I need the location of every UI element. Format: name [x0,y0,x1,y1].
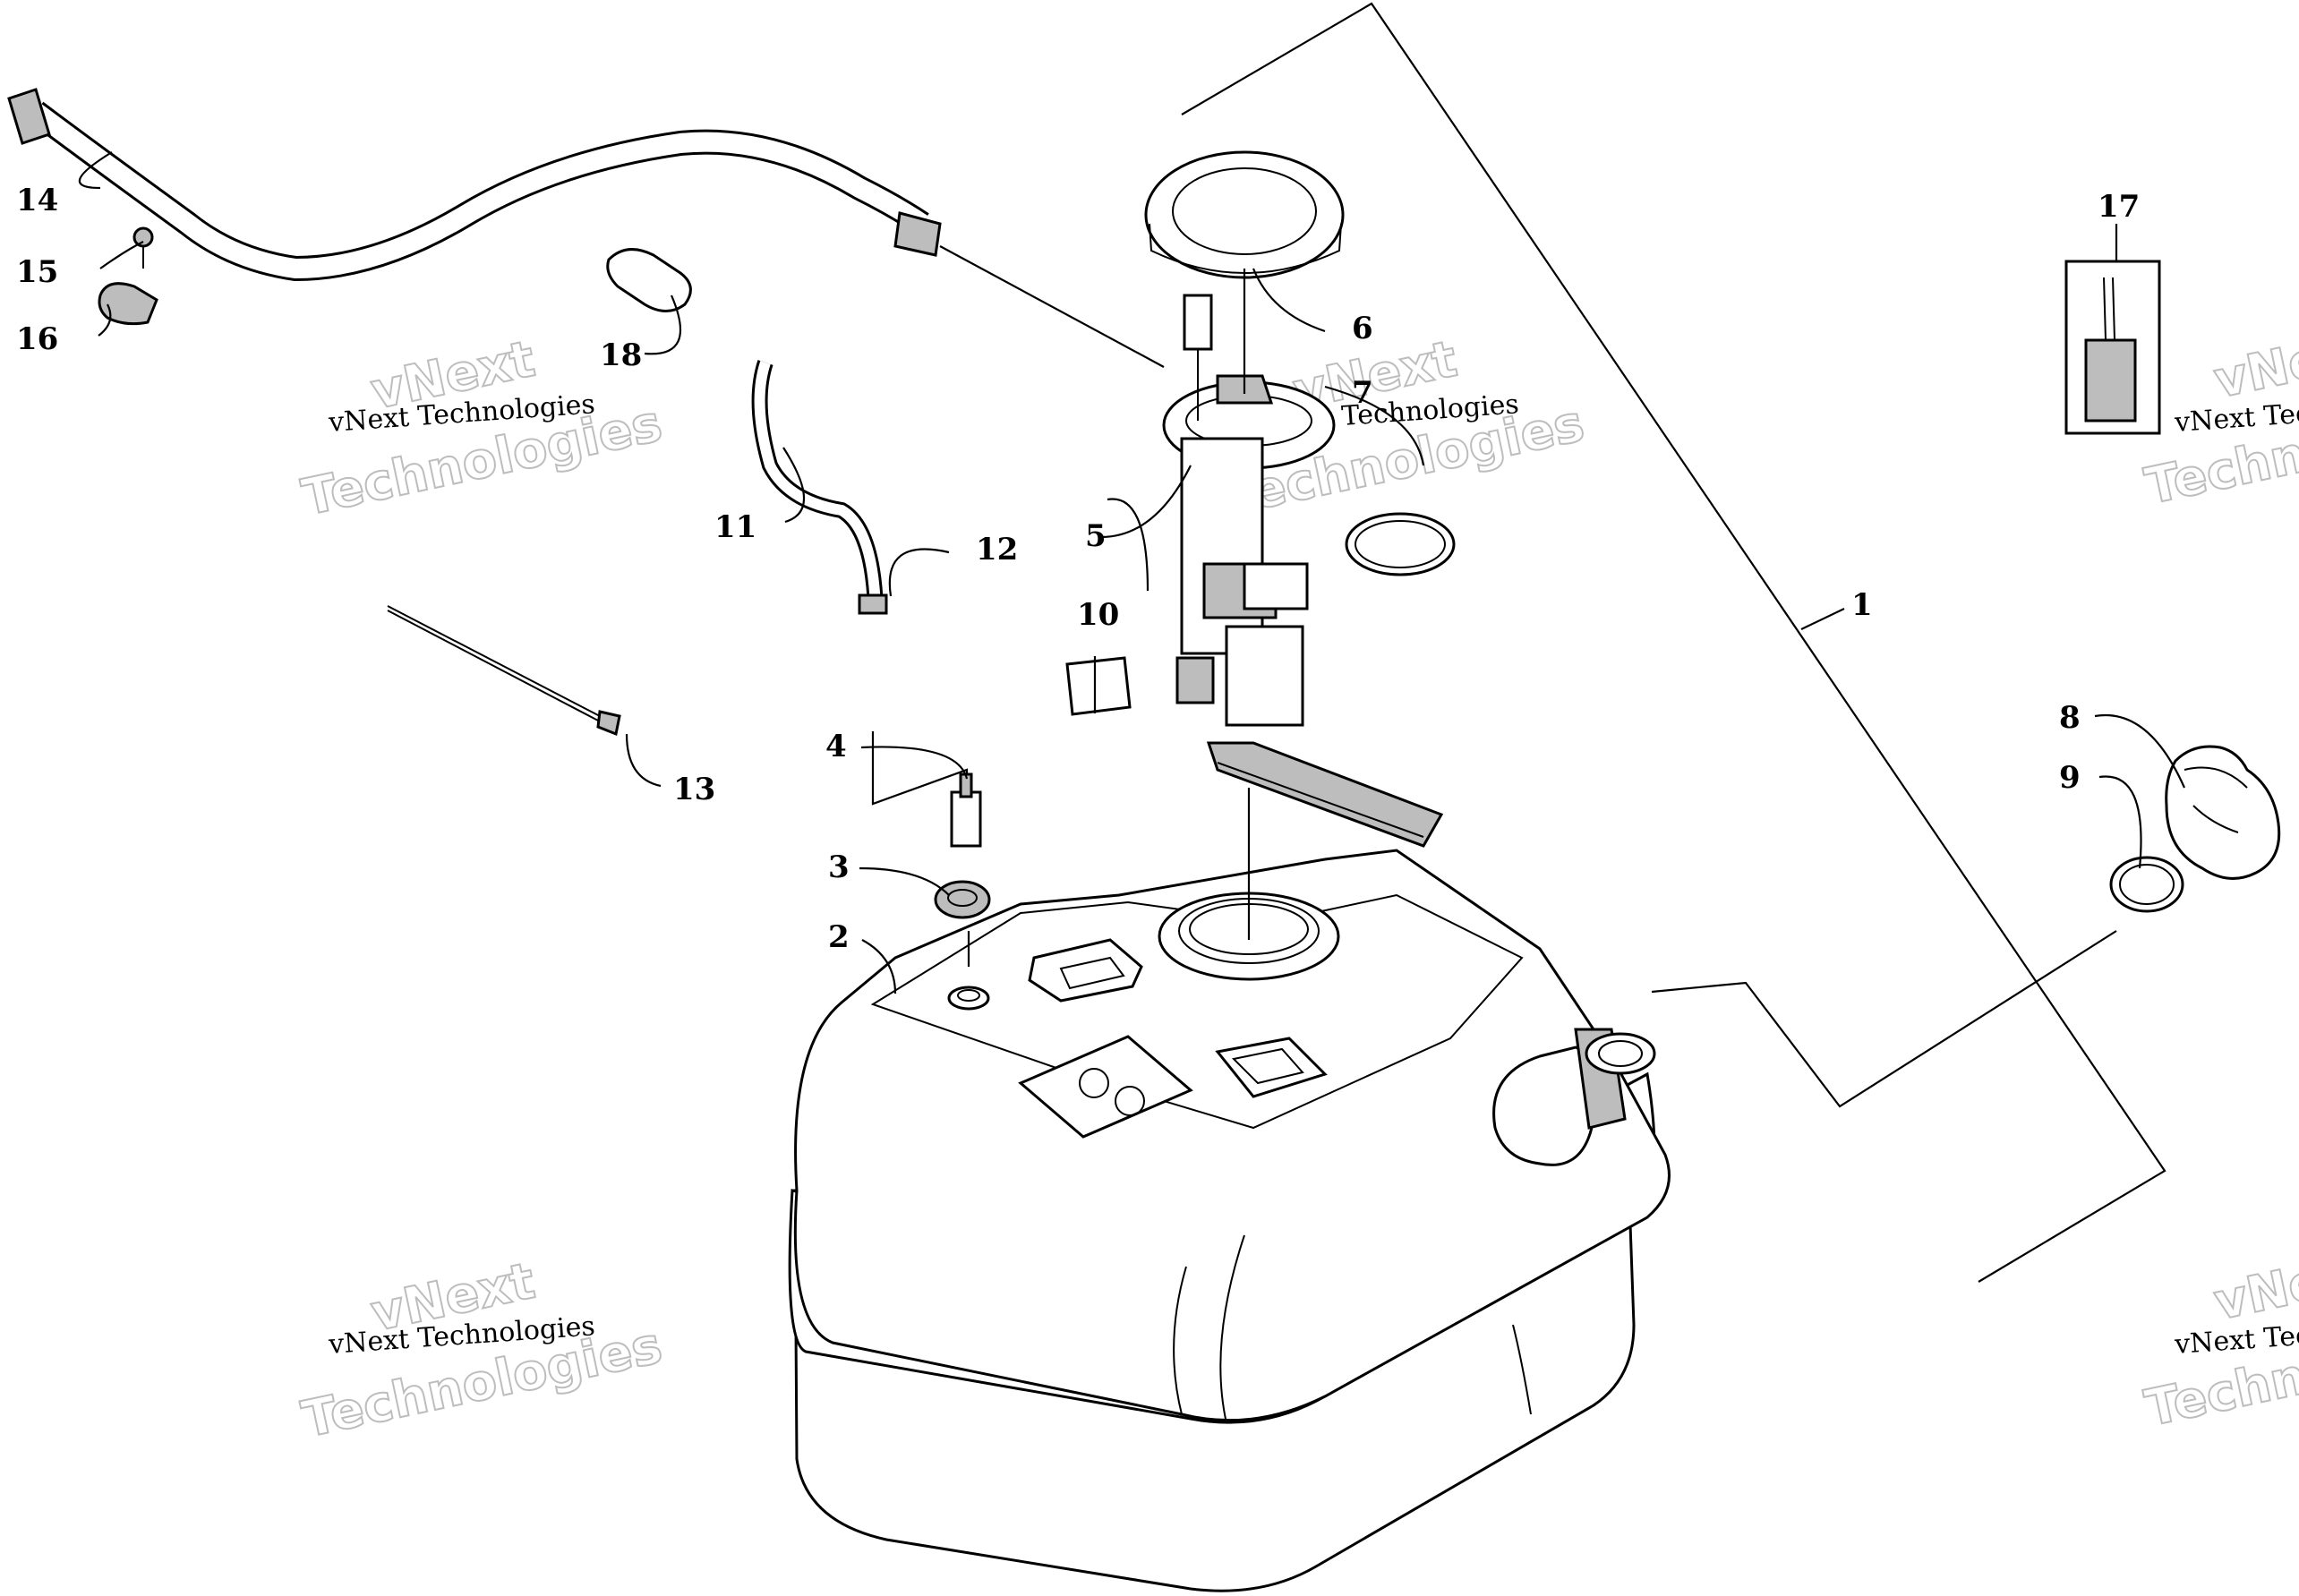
cable-tie [387,605,601,717]
hose-clamp-double [606,248,692,312]
bolt [132,226,154,248]
callout-1-leader [1800,608,1845,630]
pump-lock-ring [1144,150,1345,279]
fuel-tank [788,849,1671,1592]
fuel-pump-assembly [1162,294,1444,848]
callout-6: 6 [1352,311,1373,346]
fuel-cap [2165,745,2281,880]
callout-16: 16 [16,321,58,357]
callout-3: 3 [828,849,850,885]
callout-labels: 1 2 3 4 5 6 7 8 9 10 11 12 13 14 15 16 1… [16,183,2140,955]
callout-10: 10 [1077,597,1119,633]
callout-13: 13 [673,772,715,807]
grommet [934,880,991,919]
fuel-line-connector-right [893,211,942,257]
foam-pad [1065,656,1132,716]
callout-9: 9 [2059,760,2081,796]
callout-12: 12 [976,532,1018,568]
pump-seal-ring [1345,512,1456,576]
callout-18: 18 [600,337,642,373]
callout-5: 5 [1085,518,1107,554]
hose-clip [98,282,158,326]
vent-hose [751,360,884,610]
callout-4: 4 [825,729,847,764]
callout-14: 14 [16,183,58,218]
callout-7: 7 [1352,375,1373,411]
leader-lines [79,151,2186,994]
watermark-logo-word-1: vNext [2209,319,2299,410]
fuel-line-connector-left [7,88,51,145]
watermark-logo-word-1: vNext [2209,1241,2299,1332]
rollover-valve [950,772,982,848]
callout-8: 8 [2059,700,2081,736]
assembly-bracket-line [1181,2,2167,1283]
filler-leader-line [1651,930,2117,1108]
fuel-line [28,101,929,282]
callout-2: 2 [828,919,850,955]
callout-17: 17 [2098,189,2140,225]
valve-to-hose-line [871,731,969,806]
cap-gasket [2109,856,2184,913]
callout-15: 15 [16,254,58,290]
fuel-line-to-pump-line [939,245,1165,368]
wiring-harness-connector [2084,338,2137,422]
hose-clamp [858,593,888,615]
callout-1: 1 [1851,587,1873,623]
callout-11: 11 [714,509,756,545]
